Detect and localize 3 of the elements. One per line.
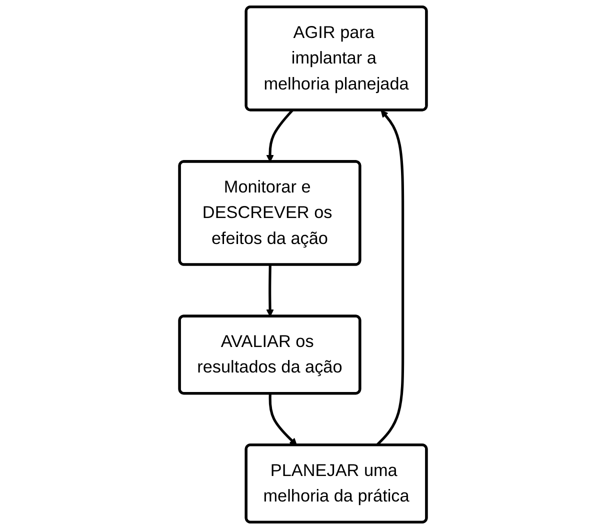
arrow [266,110,294,162]
arrow [268,394,298,446]
arrow [266,264,274,317]
